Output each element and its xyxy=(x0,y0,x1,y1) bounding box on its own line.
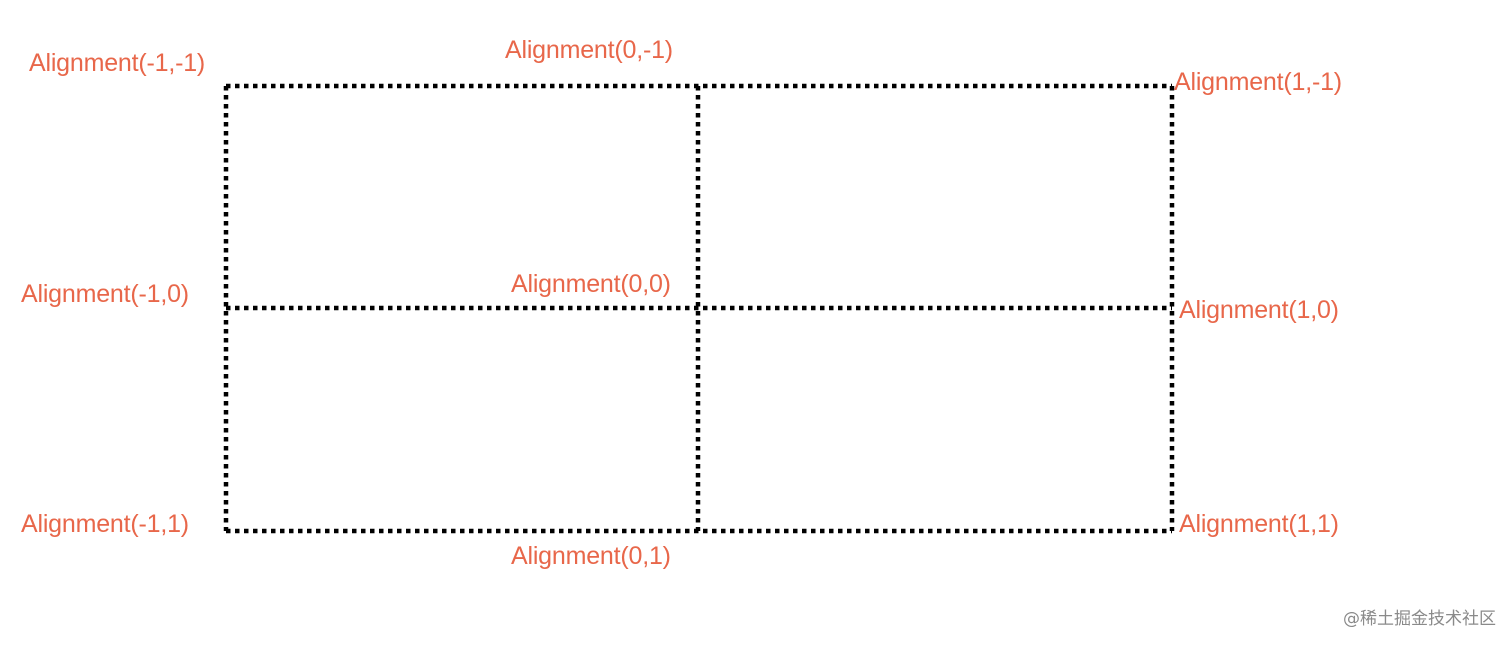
label-bottom-center: Alignment(0,1) xyxy=(511,542,671,570)
dotted-grid xyxy=(223,83,1175,534)
label-center-left: Alignment(-1,0) xyxy=(21,280,189,308)
label-top-center: Alignment(0,-1) xyxy=(505,36,673,64)
label-bottom-right: Alignment(1,1) xyxy=(1179,510,1339,538)
label-top-left: Alignment(-1,-1) xyxy=(29,49,206,77)
label-top-right: Alignment(1,-1) xyxy=(1174,68,1342,96)
label-center-right: Alignment(1,0) xyxy=(1179,296,1339,324)
label-bottom-left: Alignment(-1,1) xyxy=(21,510,189,538)
watermark-text: @稀土掘金技术社区 xyxy=(1343,609,1496,629)
label-center: Alignment(0,0) xyxy=(511,270,671,298)
